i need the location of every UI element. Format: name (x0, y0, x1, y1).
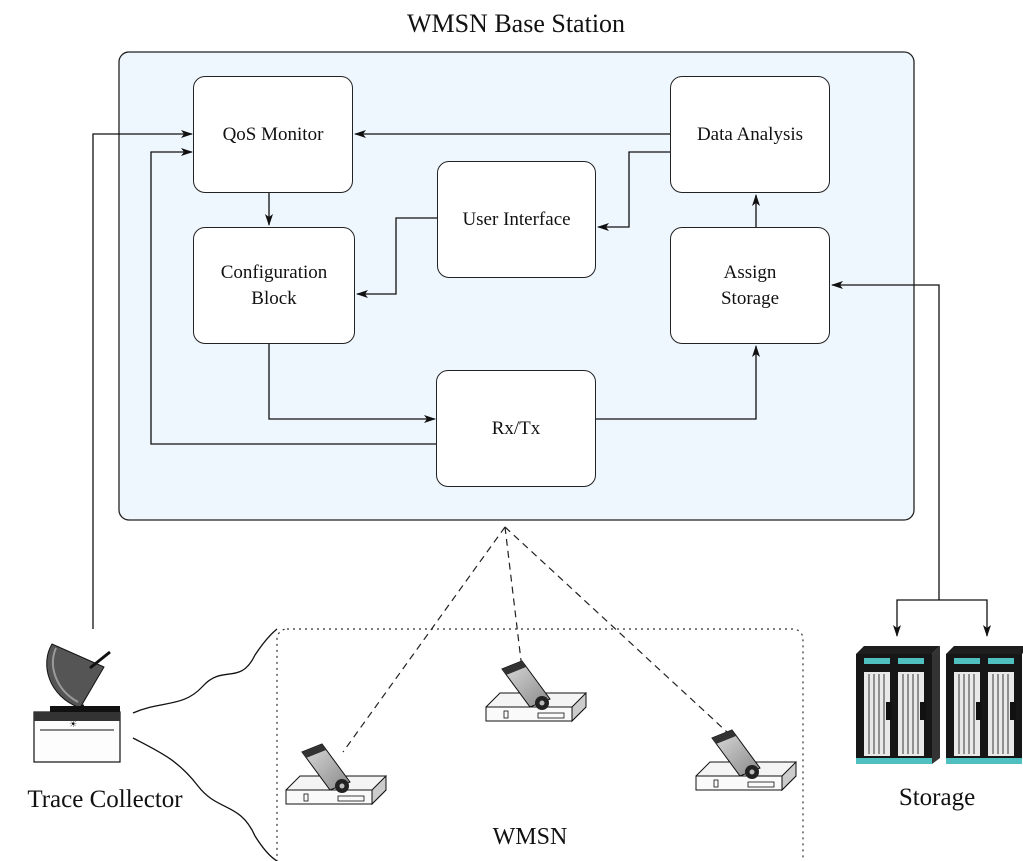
user-interface-block: User Interface (437, 161, 596, 278)
satellite-dish-icon: ☀ (33, 643, 121, 763)
wireless-links (342, 526, 728, 753)
assign-storage-block: Assign Storage (670, 227, 830, 344)
arrow-user-interface-to-configuration (356, 217, 437, 298)
rxtx-label: Rx/Tx (491, 417, 541, 439)
trace-collector-label: Trace Collector (27, 786, 183, 813)
wmsn-region (276, 628, 804, 861)
server-rack-icon (856, 646, 1023, 764)
storage-label: Storage (898, 784, 976, 811)
qos-monitor-label: QoS Monitor (222, 123, 324, 145)
arrow-rxtx-to-assign-storage (596, 345, 760, 420)
rxtx-block: Rx/Tx (436, 370, 596, 487)
connectors (92, 130, 991, 637)
qos-monitor-block: QoS Monitor (193, 76, 353, 193)
arrow-to-storage-left (893, 599, 939, 637)
data-analysis-block: Data Analysis (670, 76, 830, 193)
data-analysis-label: Data Analysis (696, 123, 804, 145)
arrow-rxtx-to-qos (150, 148, 436, 445)
wmsn-label: WMSN (492, 824, 568, 850)
assign-storage-label: Assign Storage (720, 261, 780, 309)
arrow-to-storage-right (939, 599, 991, 637)
configuration-block: Configuration Block (193, 227, 355, 344)
user-interface-label: User Interface (462, 208, 571, 230)
camera-node-icon (285, 660, 797, 806)
arrow-configuration-to-rxtx (268, 344, 436, 423)
arrow-data-analysis-to-user-interface (597, 151, 670, 231)
radio-waves (132, 628, 278, 861)
svg-text:☀: ☀ (69, 720, 77, 730)
arrow-trace-collector-to-qos (92, 130, 193, 629)
arrow-storage-to-assign-storage (831, 281, 940, 600)
configuration-block-label: Configuration Block (220, 261, 328, 309)
base-station-title: WMSN Base Station (406, 9, 626, 38)
